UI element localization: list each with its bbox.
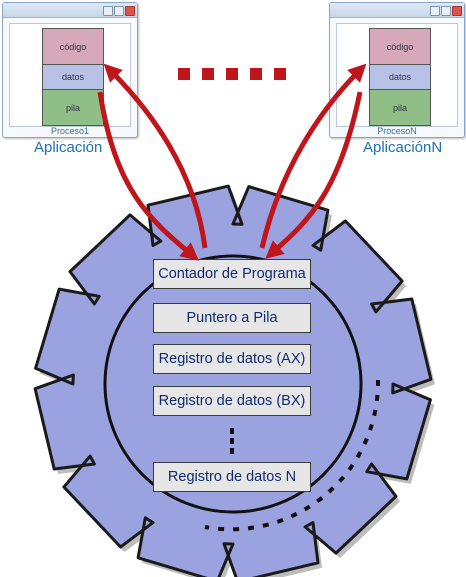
processN-window: código datos pila ProcesoN [329, 2, 465, 138]
process1-window: código datos pila Proceso1 [2, 2, 138, 138]
process-name: Proceso1 [50, 126, 90, 136]
minimize-icon[interactable] [430, 6, 440, 16]
process-name: ProcesoN [377, 126, 417, 136]
process-memory: código datos pila [9, 23, 131, 127]
register-bx: Registro de datos (BX) [153, 386, 311, 416]
data-segment: datos [369, 64, 431, 90]
gear-body [33, 184, 433, 577]
maximize-icon[interactable] [441, 6, 451, 16]
close-icon[interactable] [452, 6, 462, 16]
app-label-1: Aplicación [34, 139, 103, 156]
vertical-ellipsis-dot [230, 438, 234, 444]
register-ax: Registro de datos (AX) [153, 344, 311, 374]
stack-segment: pila [369, 89, 431, 126]
vertical-ellipsis-dot [230, 448, 234, 454]
title-bar [3, 3, 137, 18]
close-icon[interactable] [125, 6, 135, 16]
register-program-counter: Contador de Programa [153, 259, 311, 289]
ellipsis-dot [178, 68, 190, 80]
app-label-n: AplicaciónN [363, 139, 443, 156]
code-segment: código [369, 28, 431, 65]
gear-inner-ring [103, 254, 363, 514]
ellipsis-dot [274, 68, 286, 80]
process-memory: código datos pila [336, 23, 458, 127]
stack-segment: pila [42, 89, 104, 126]
ellipsis-dot [226, 68, 238, 80]
minimize-icon[interactable] [103, 6, 113, 16]
ellipsis-dot [250, 68, 262, 80]
register-stack-pointer: Puntero a Pila [153, 303, 311, 333]
vertical-ellipsis-dot [230, 428, 234, 434]
code-segment: código [42, 28, 104, 65]
ellipsis-dot [202, 68, 214, 80]
maximize-icon[interactable] [114, 6, 124, 16]
title-bar [330, 3, 464, 18]
register-n: Registro de datos N [153, 462, 311, 492]
data-segment: datos [42, 64, 104, 90]
